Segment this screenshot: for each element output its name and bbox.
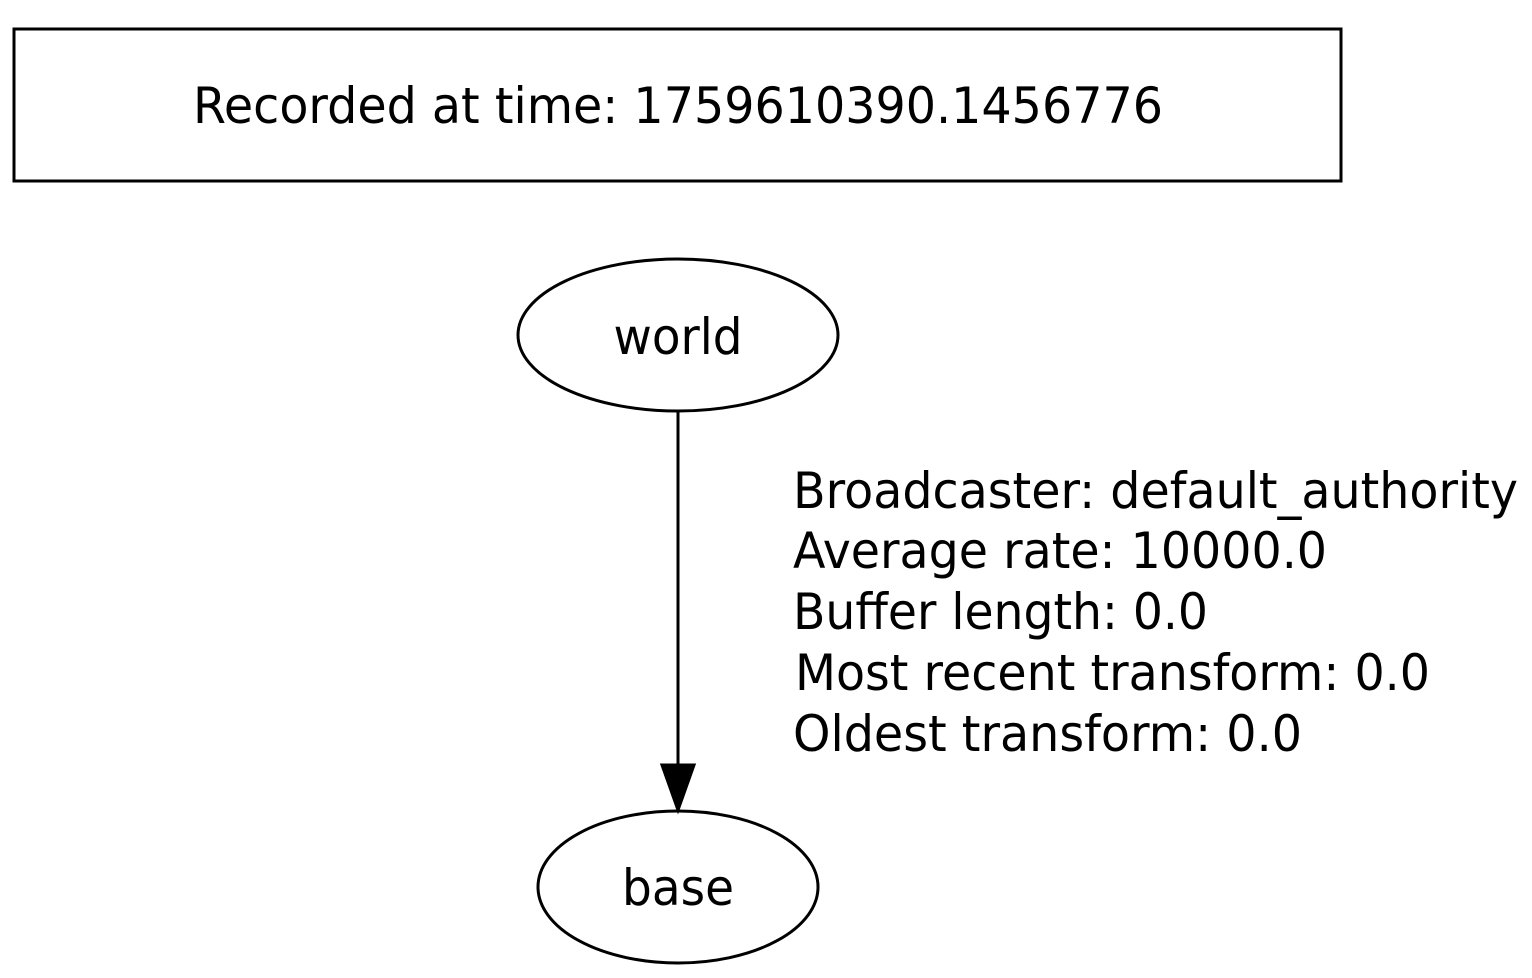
node-base-ellipse	[536, 809, 820, 965]
recorded-time-frame	[12, 27, 1343, 183]
node-world: world	[516, 257, 840, 413]
recorded-time-box: Recorded at time: 1759610390.1456776	[12, 27, 1343, 183]
arrowhead-icon	[659, 763, 697, 815]
edge-label-average-rate: Average rate: 10000.0	[793, 522, 1327, 580]
edge-label-broadcaster: Broadcaster: default_authority	[793, 462, 1518, 520]
edge-world-base: Broadcaster: default_authority Average r…	[659, 411, 1518, 815]
node-base: base	[536, 809, 820, 965]
edge-label-most-recent: Most recent transform: 0.0	[795, 644, 1430, 702]
node-world-label: world	[614, 308, 743, 366]
edge-label-buffer-length: Buffer length: 0.0	[793, 583, 1208, 641]
node-base-label: base	[622, 859, 734, 917]
recorded-time-label: Recorded at time: 1759610390.1456776	[193, 77, 1163, 135]
edge-label-oldest: Oldest transform: 0.0	[793, 705, 1302, 763]
